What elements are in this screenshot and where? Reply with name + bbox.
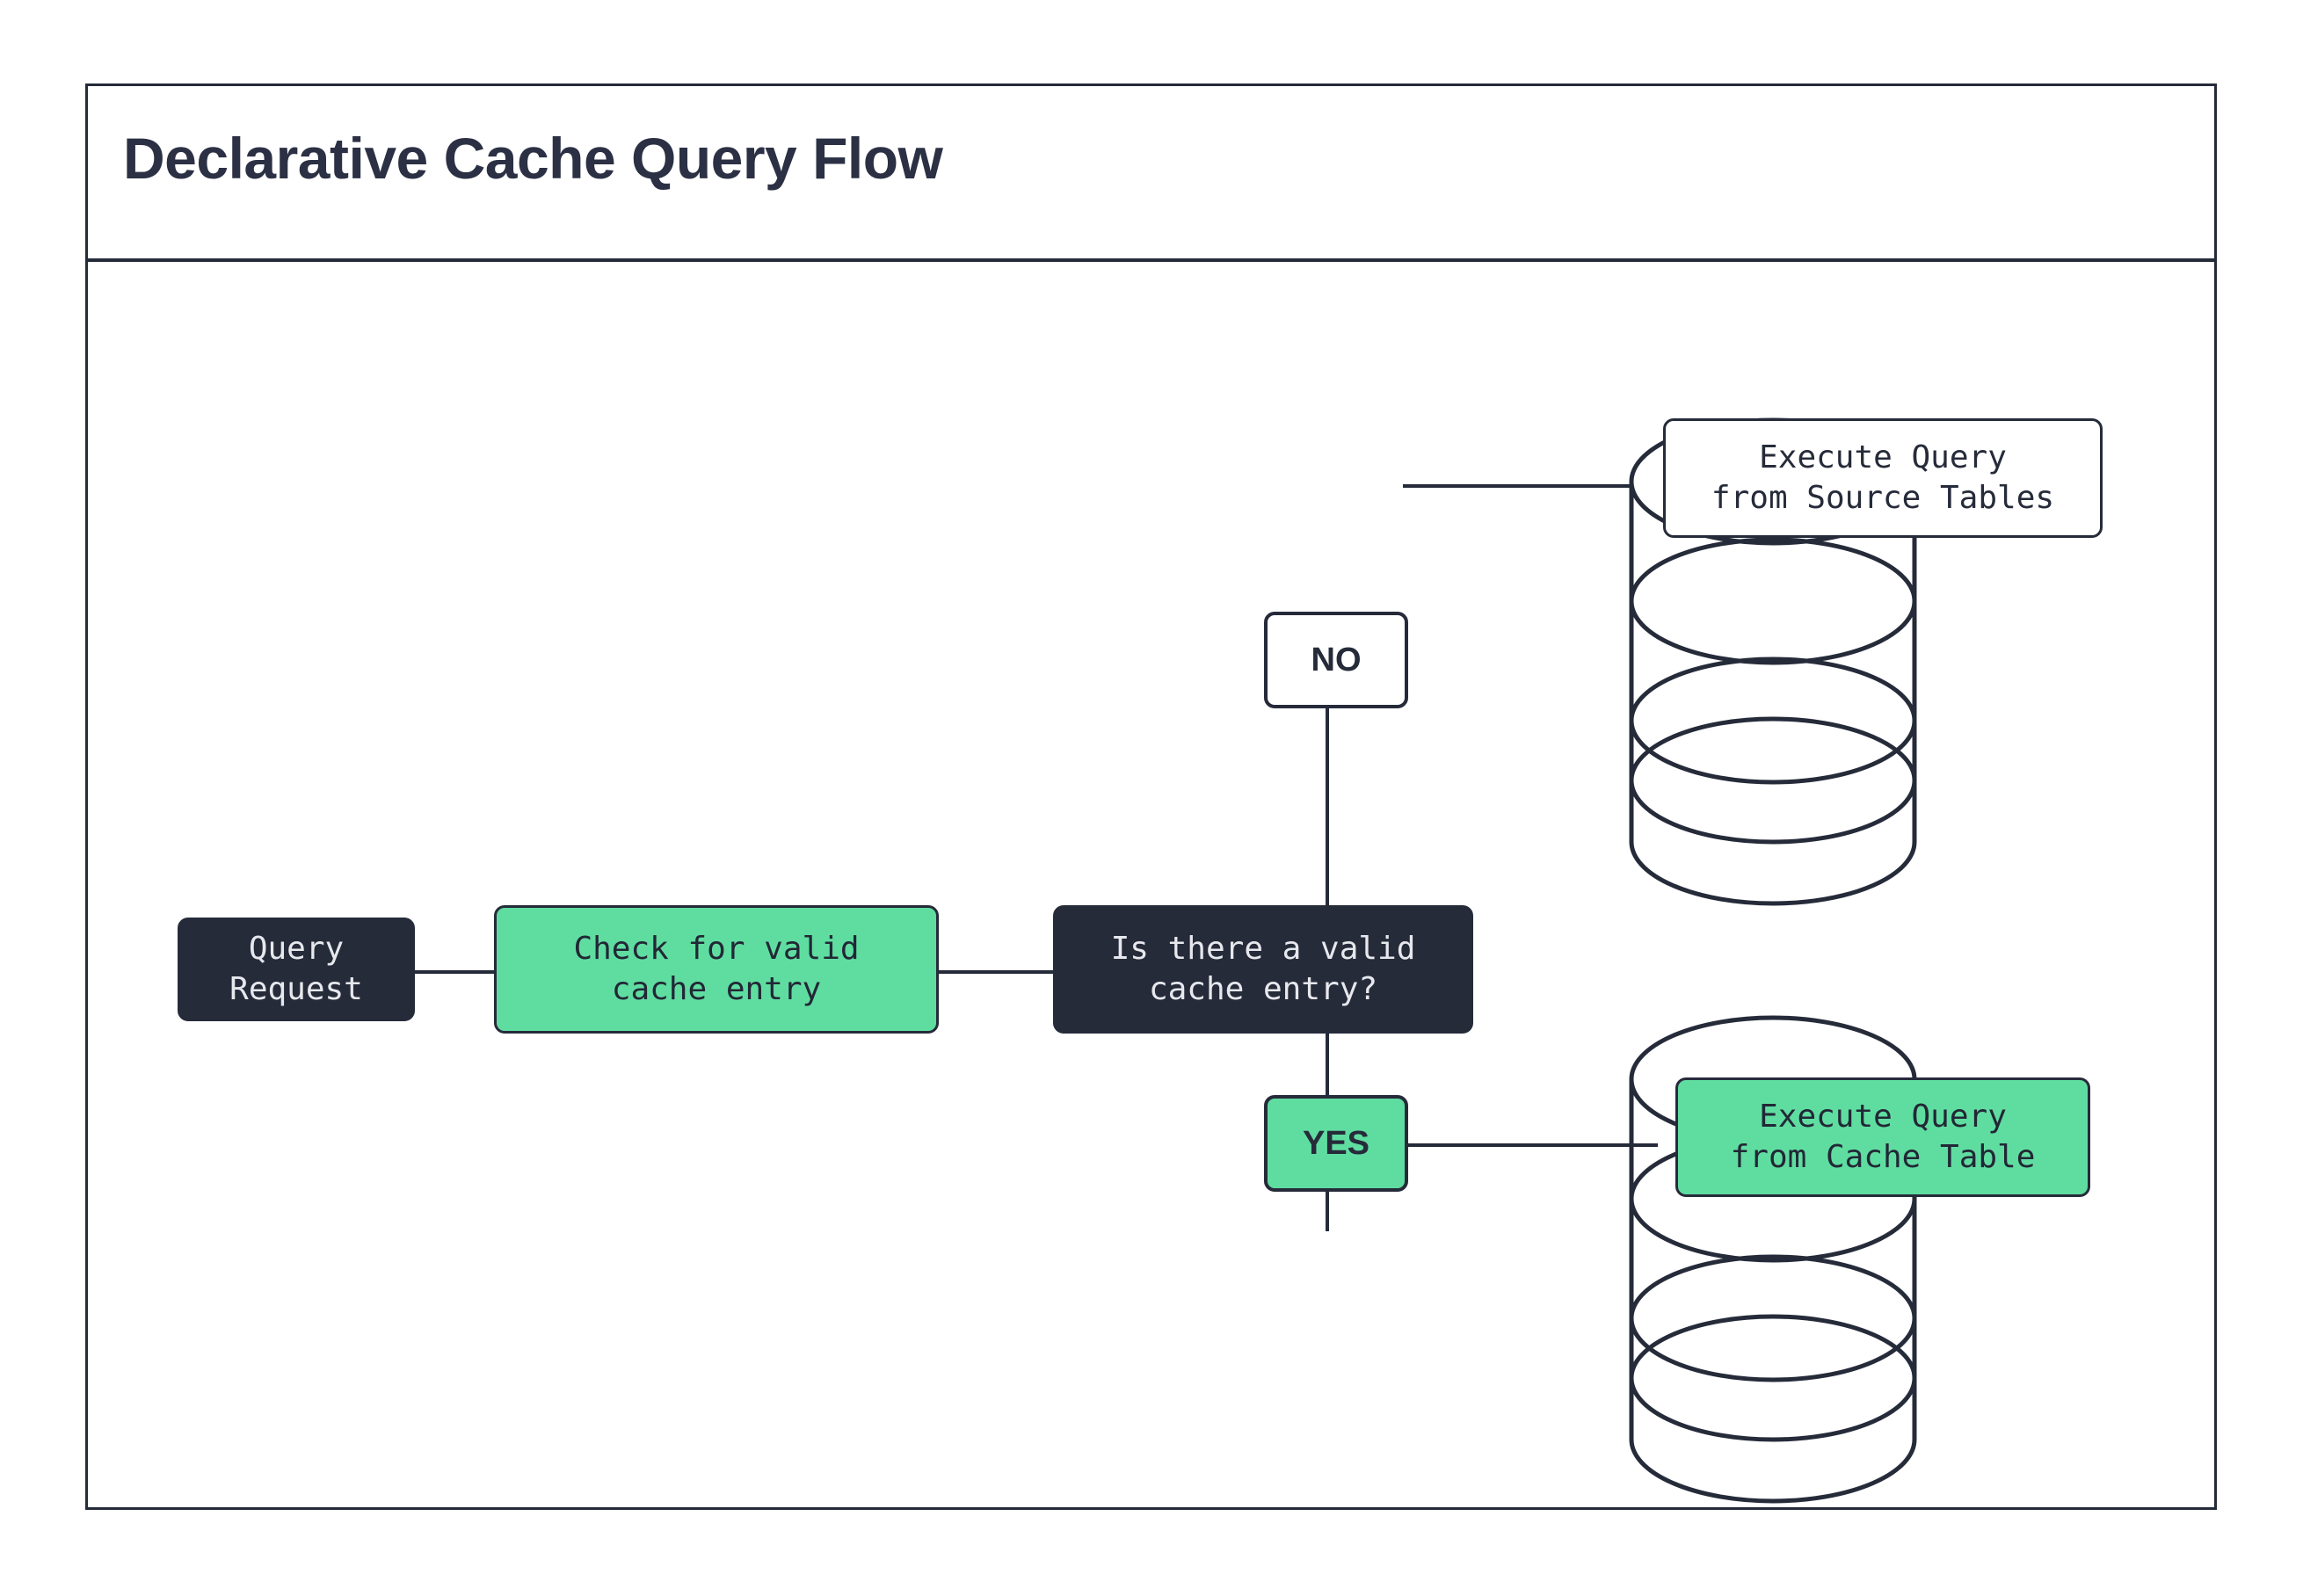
- node-execute-query-cache-table[interactable]: Execute Query from Cache Table: [1675, 1077, 2090, 1197]
- edge-no-to-source-db: [1403, 484, 1658, 488]
- edge-request-to-check: [415, 970, 494, 974]
- node-decision-valid-cache-entry[interactable]: Is there a valid cache entry?: [1053, 905, 1473, 1034]
- page-title: Declarative Cache Query Flow: [123, 126, 943, 191]
- diagram-canvas: Query Request Check for valid cache entr…: [88, 262, 2214, 1509]
- node-execute-query-source-tables[interactable]: Execute Query from Source Tables: [1663, 418, 2103, 538]
- branch-label-yes[interactable]: YES: [1264, 1095, 1408, 1192]
- node-query-request[interactable]: Query Request: [178, 918, 415, 1021]
- edge-check-to-decision: [939, 970, 1053, 974]
- node-check-cache-entry[interactable]: Check for valid cache entry: [494, 905, 939, 1034]
- diagram-frame: Declarative Cache Query Flow: [85, 83, 2217, 1510]
- title-band: Declarative Cache Query Flow: [88, 86, 2214, 262]
- branch-label-no[interactable]: NO: [1264, 612, 1408, 708]
- edge-yes-to-cache-db: [1403, 1143, 1658, 1147]
